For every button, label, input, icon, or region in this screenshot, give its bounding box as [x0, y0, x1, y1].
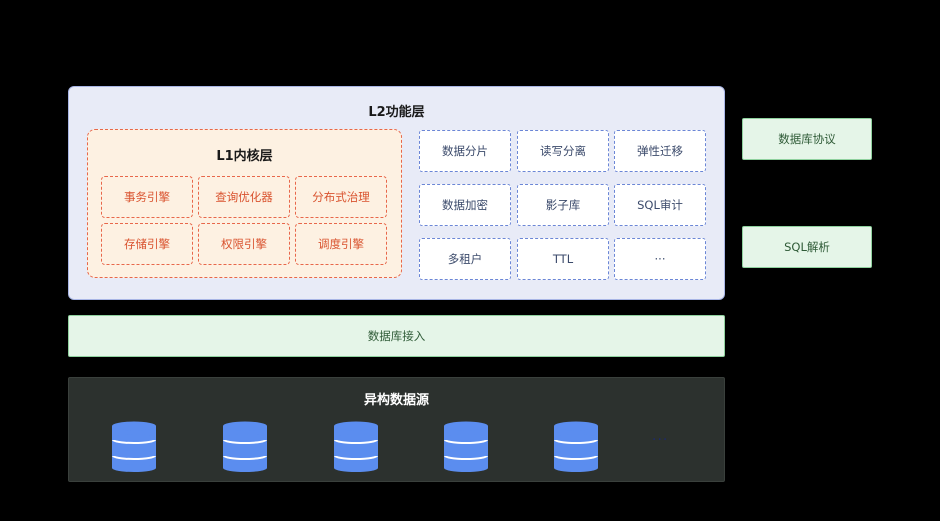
engine-scheduling: 调度引擎: [295, 223, 387, 265]
l2-layer-title: L2功能层: [368, 105, 425, 120]
feature-ttl: TTL: [517, 238, 609, 280]
sql-parse-box: SQL解析: [742, 226, 872, 268]
feature-read-write-splitting: 读写分离: [517, 130, 609, 172]
engine-storage: 存储引擎: [101, 223, 193, 265]
engine-permission: 权限引擎: [198, 223, 290, 265]
engine-query-optimizer: 查询优化器: [198, 176, 290, 218]
feature-multi-tenant: 多租户: [419, 238, 511, 280]
feature-shadow-db: 影子库: [517, 184, 609, 226]
database-icon: [221, 420, 269, 472]
database-icon: [332, 420, 380, 472]
more-sources-icon: ···: [652, 432, 669, 448]
hetero-title: 异构数据源: [363, 393, 429, 408]
feature-elastic-migration: 弹性迁移: [614, 130, 706, 172]
heterogeneous-data-sources: 异构数据源 ···: [68, 377, 725, 482]
engine-distributed-governance: 分布式治理: [295, 176, 387, 218]
engine-transaction: 事务引擎: [101, 176, 193, 218]
database-protocol-box: 数据库协议: [742, 118, 872, 160]
feature-sql-audit: SQL审计: [614, 184, 706, 226]
database-icon: [110, 420, 158, 472]
l1-layer-title: L1内核层: [216, 149, 273, 164]
database-access-bar: 数据库接入: [68, 315, 725, 357]
feature-encryption: 数据加密: [419, 184, 511, 226]
database-icon: [552, 420, 600, 472]
feature-sharding: 数据分片: [419, 130, 511, 172]
database-icon: [442, 420, 490, 472]
l2-functional-layer: L2功能层 L1内核层 事务引擎 查询优化器 分布式治理 存储引擎 权限引擎 调…: [68, 86, 725, 300]
feature-more: ···: [614, 238, 706, 280]
l1-kernel-layer: L1内核层 事务引擎 查询优化器 分布式治理 存储引擎 权限引擎 调度引擎: [87, 129, 402, 278]
